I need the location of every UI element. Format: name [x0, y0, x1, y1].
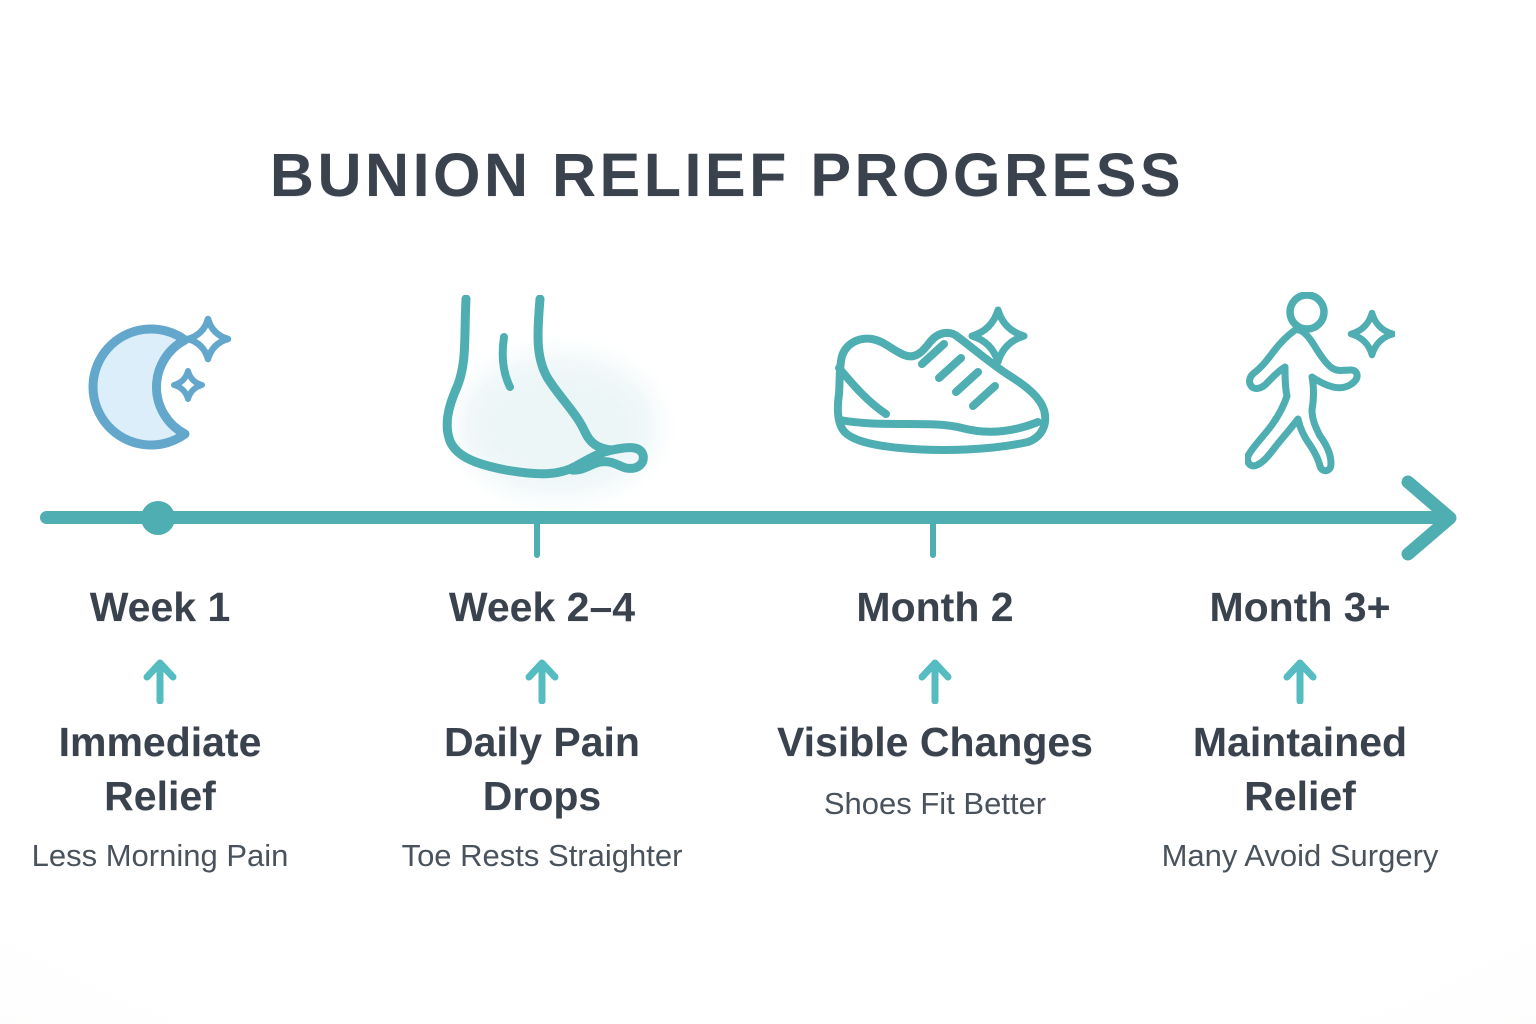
stage-benefit: Maintained Relief	[1193, 715, 1407, 823]
timeline-tick	[534, 518, 540, 558]
benefit-line: Relief	[1244, 773, 1356, 819]
up-arrow-icon	[525, 659, 559, 704]
stage-time-label: Month 2	[856, 584, 1014, 630]
shoelaces	[918, 340, 999, 410]
foot-icon	[442, 295, 658, 497]
sparkle-icon	[1347, 309, 1395, 359]
timeline-start-dot	[141, 501, 175, 535]
timeline-line	[40, 511, 1442, 524]
benefit-line: Relief	[104, 773, 216, 819]
stage-time-label: Week 1	[89, 584, 231, 630]
sparkle-icon	[968, 306, 1028, 366]
sparkle-icon	[184, 315, 232, 363]
benefit-line: Immediate	[58, 719, 262, 765]
stage-detail: Toe Rests Straighter	[401, 838, 683, 873]
stage-detail: Many Avoid Surgery	[1161, 838, 1439, 873]
stage-benefit: Immediate Relief	[59, 715, 262, 823]
walking-person-sparkle-icon	[1245, 292, 1395, 475]
up-arrow-icon	[918, 659, 952, 704]
sparkle-icon	[171, 368, 205, 402]
stage-benefit: Daily Pain Drops	[444, 715, 640, 823]
benefit-line: Maintained	[1192, 719, 1408, 765]
up-arrow-icon	[143, 659, 177, 704]
up-arrow-icon	[1283, 659, 1317, 704]
stage-benefit: Visible Changes	[777, 715, 1093, 769]
timeline-tick	[930, 518, 936, 558]
stage-detail: Less Morning Pain	[31, 838, 289, 873]
timeline-arrowhead-icon	[1401, 475, 1457, 561]
stage-time-label: Month 3+	[1209, 584, 1391, 630]
stage-detail: Shoes Fit Better	[823, 786, 1047, 821]
sneaker-sparkle-icon	[833, 306, 1050, 454]
stage-time-label: Week 2–4	[448, 584, 636, 630]
page-title: BUNION RELIEF PROGRESS	[269, 141, 1185, 209]
benefit-line: Daily Pain	[444, 719, 640, 765]
benefit-line: Drops	[482, 773, 602, 819]
moon-sparkles-icon	[88, 315, 232, 450]
benefit-line: Visible Changes	[777, 719, 1093, 765]
